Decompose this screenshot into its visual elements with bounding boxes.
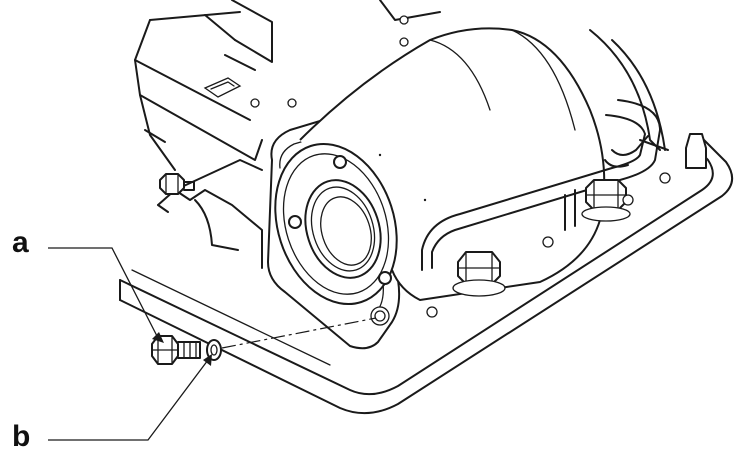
callout-label-a: a [12,226,29,259]
base-rivets [426,172,671,318]
detached-washer-b [206,339,222,361]
handle-loop [421,29,669,271]
base-bolt-left [452,251,506,297]
leader-line-a [48,247,164,343]
leader-line-b [48,354,212,441]
base-plate [119,135,733,415]
base-bolt-right [581,179,631,222]
assembly-center-line [221,317,377,349]
callout-label-b: b [12,420,31,453]
rear-tab [685,133,707,169]
detached-bolt-a [151,335,201,365]
upper-housing [134,0,441,171]
side-bolt [159,173,195,195]
bearing-boss [274,142,398,306]
